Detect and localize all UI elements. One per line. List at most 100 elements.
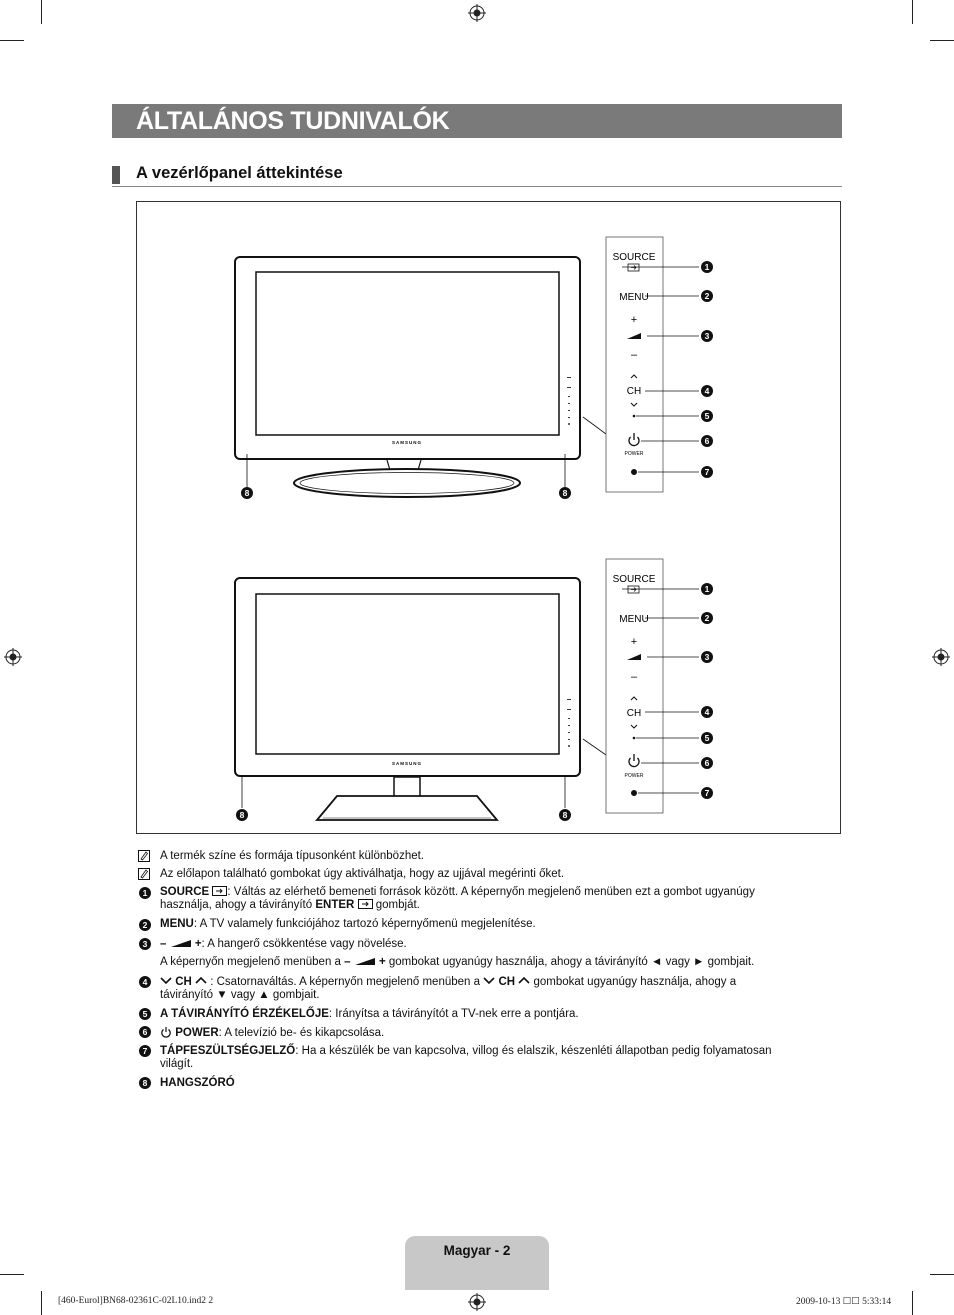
registration-mark-icon — [4, 648, 22, 666]
channel-button: CH — [627, 386, 641, 397]
crop-mark — [930, 1274, 954, 1275]
item-power-indicator: TÁPFESZÜLTSÉGJELZŐ: Ha a készülék be van… — [160, 1045, 772, 1070]
title-bar — [112, 104, 842, 138]
power-label: POWER — [625, 451, 644, 457]
svg-text:5: 5 — [705, 733, 710, 743]
crop-mark — [41, 0, 42, 24]
callout-1: 1 — [701, 261, 713, 273]
item-number: 2 — [139, 919, 151, 931]
chevron-down-icon — [160, 977, 172, 985]
tv-illustration: SAMSUNG SOURCE MENU + – CH POWER — [234, 236, 713, 821]
callout-4: 4 — [701, 706, 713, 718]
registration-mark-icon — [932, 648, 950, 666]
page-title: ÁLTALÁNOS TUDNIVALÓK — [136, 107, 450, 135]
section-marker — [112, 166, 120, 184]
registration-mark-icon — [468, 4, 486, 22]
volume-minus-button: – — [631, 349, 638, 361]
svg-text:3: 3 — [705, 652, 710, 662]
volume-minus-button: – — [631, 671, 638, 683]
chevron-up-icon — [630, 696, 638, 701]
svg-text:3: 3 — [705, 331, 710, 341]
callout-5: 5 — [701, 732, 713, 744]
callout-3: 3 — [701, 330, 713, 342]
chevron-up-icon — [518, 976, 530, 984]
tv-with-oval-stand: SAMSUNG — [234, 256, 607, 498]
item-volume: – +: A hangerő csökkentése vagy növelése… — [160, 938, 407, 950]
enter-icon — [627, 263, 640, 272]
item-number: 4 — [139, 976, 151, 988]
menu-button: MENU — [619, 292, 648, 303]
item-menu: MENU: A TV valamely funkciójához tartozó… — [160, 918, 536, 930]
svg-text:4: 4 — [705, 386, 710, 396]
enter-icon — [212, 886, 228, 896]
item-power: POWER: A televízió be- és kikapcsolása. — [160, 1026, 830, 1040]
callout-lines — [622, 588, 699, 794]
callout-2: 2 — [701, 290, 713, 302]
remote-sensor — [632, 414, 636, 418]
chevron-up-icon — [195, 976, 207, 984]
item-source: SOURCE : Váltás az elérhető bemeneti for… — [160, 886, 755, 911]
volume-icon — [627, 333, 641, 339]
item-number: 7 — [139, 1045, 151, 1057]
item-number: 3 — [139, 938, 151, 950]
side-button-strip — [567, 699, 571, 747]
side-button-strip — [567, 377, 571, 425]
page-tab — [405, 1236, 549, 1290]
power-indicator — [631, 469, 637, 475]
callout-7: 7 — [701, 466, 713, 478]
power-icon — [628, 754, 640, 768]
callout-8: 8 — [559, 487, 571, 499]
crop-mark — [0, 1274, 24, 1275]
source-button: SOURCE — [613, 252, 656, 263]
item-number: 1 — [139, 887, 151, 899]
svg-text:7: 7 — [705, 788, 710, 798]
callout-3: 3 — [701, 651, 713, 663]
control-panel-figure: SAMSUNG SOURCE MENU + – CH POWER — [136, 201, 841, 834]
remote-sensor — [632, 736, 636, 740]
footer-timestamp: 2009-10-13 ☐☐ 5:33:14 — [796, 1297, 892, 1307]
volume-plus-button: + — [631, 314, 637, 326]
callout-6: 6 — [701, 757, 713, 769]
callout-1: 1 — [701, 583, 713, 595]
enter-icon — [627, 585, 640, 594]
svg-text:4: 4 — [705, 707, 710, 717]
item-speaker: HANGSZÓRÓ — [160, 1077, 235, 1089]
source-button: SOURCE — [613, 574, 656, 585]
svg-text:6: 6 — [705, 758, 710, 768]
crop-mark — [912, 1291, 913, 1315]
callout-7: 7 — [701, 787, 713, 799]
crop-mark — [912, 0, 913, 24]
brand-logo: SAMSUNG — [392, 761, 422, 766]
svg-text:2: 2 — [705, 613, 710, 623]
crop-mark — [41, 1291, 42, 1315]
crop-mark — [930, 40, 954, 41]
callout-4: 4 — [701, 385, 713, 397]
chevron-down-icon — [630, 402, 638, 407]
svg-text:1: 1 — [705, 584, 710, 594]
callout-numbers: 1 2 3 4 5 6 7 8 8 1 2 3 4 5 6 7 8 8 — [236, 261, 713, 821]
note-text: Az előlapon található gombokat úgy aktiv… — [160, 868, 565, 880]
menu-button: MENU — [619, 614, 648, 625]
item-remote-sensor: A TÁVIRÁNYÍTÓ ÉRZÉKELŐJE: Irányítsa a tá… — [160, 1008, 579, 1020]
callout-8: 8 — [236, 809, 248, 821]
callout-lines — [622, 266, 699, 473]
chevron-down-icon — [483, 977, 495, 985]
volume-icon — [627, 654, 641, 660]
item-channel: CH : Csatornaváltás. A képernyőn megjele… — [160, 976, 737, 1001]
svg-text:6: 6 — [705, 436, 710, 446]
page-number: Magyar - 2 — [443, 1243, 511, 1258]
note-icon — [138, 850, 150, 862]
tv-with-flat-stand: SAMSUNG — [234, 577, 607, 821]
channel-button: CH — [627, 708, 641, 719]
note-icon — [138, 868, 150, 880]
item-number: 8 — [139, 1077, 151, 1089]
power-icon — [161, 1027, 171, 1038]
svg-text:7: 7 — [705, 467, 710, 477]
svg-text:5: 5 — [705, 411, 710, 421]
power-label: POWER — [625, 773, 644, 779]
svg-text:8: 8 — [563, 488, 568, 498]
control-panel-closeup: SOURCE MENU + – CH POWER — [605, 236, 664, 493]
svg-text:1: 1 — [705, 262, 710, 272]
callout-8: 8 — [559, 809, 571, 821]
volume-icon — [170, 940, 191, 947]
